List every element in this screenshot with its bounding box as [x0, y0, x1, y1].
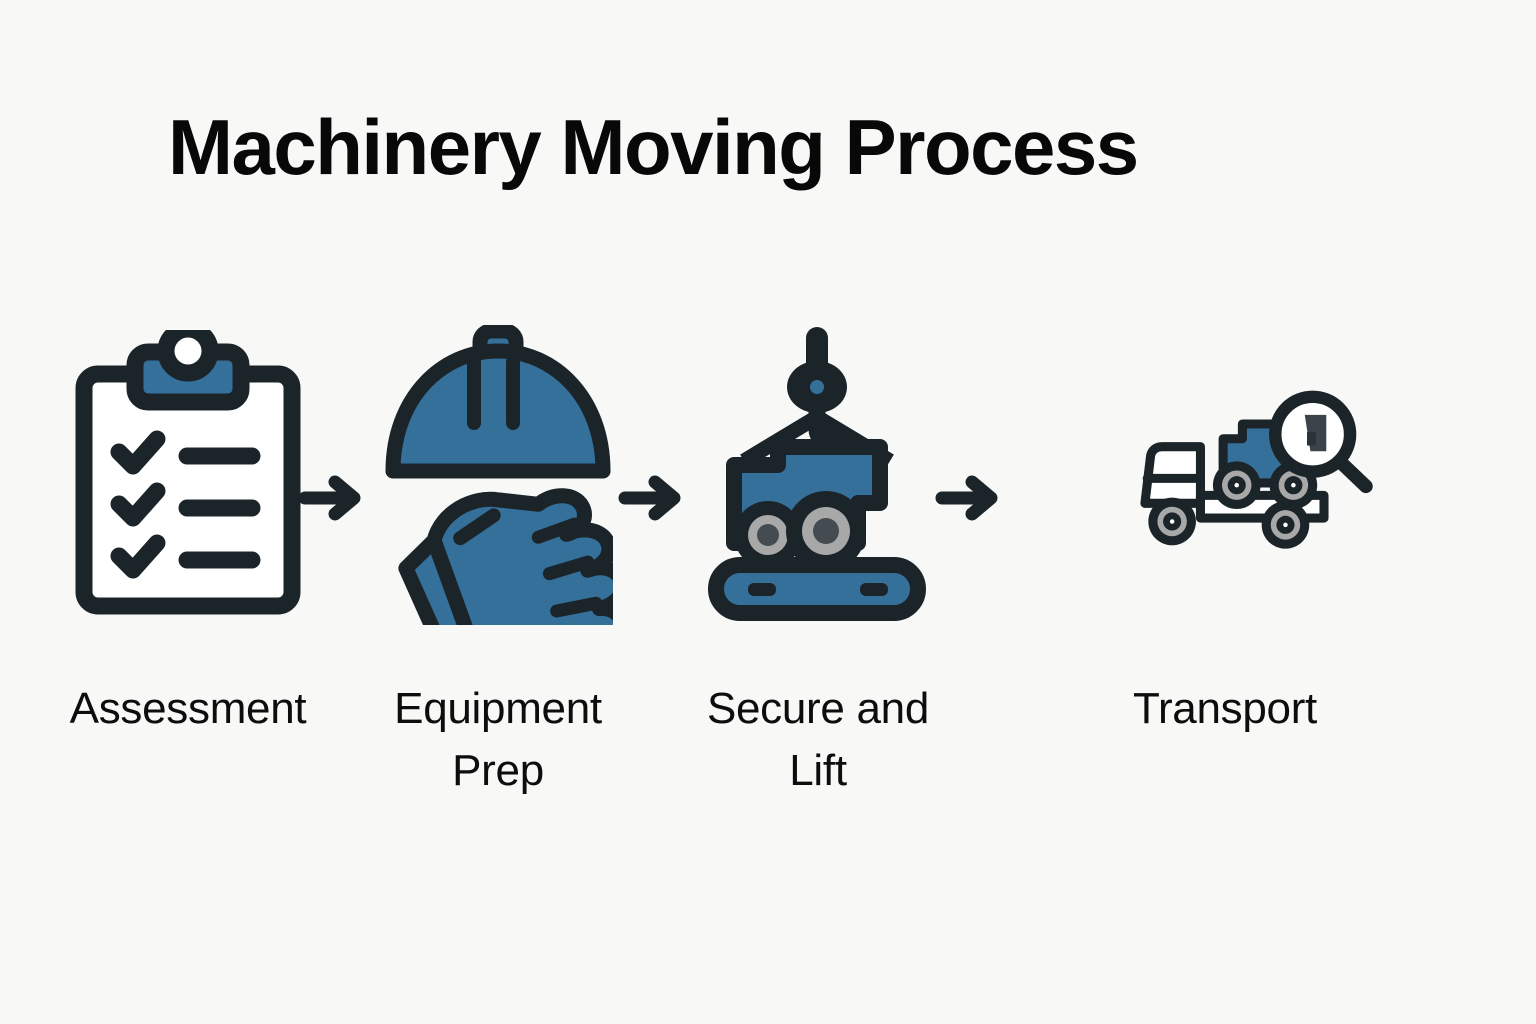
process-flow: Assessment — [0, 300, 1536, 840]
arrow-right-icon — [298, 468, 364, 528]
step-label-equipment-prep: Equipment Prep — [394, 684, 602, 796]
clipboard-checklist-icon — [38, 310, 338, 640]
process-step-assessment[interactable]: Assessment — [38, 300, 338, 840]
arrow-right-icon — [935, 468, 1001, 528]
flatbed-truck-magnifier-icon — [1075, 310, 1375, 640]
process-step-secure-and-lift[interactable]: Secure and Lift — [668, 300, 968, 840]
process-step-equipment-prep[interactable]: Equipment Prep — [348, 300, 648, 840]
step-label-transport: Transport — [1133, 684, 1317, 733]
arrow-right-icon — [618, 468, 684, 528]
hard-hat-and-glove-icon — [348, 310, 648, 640]
step-label-secure-and-lift: Secure and Lift — [706, 684, 930, 796]
step-label-assessment: Assessment — [69, 684, 307, 733]
crane-hook-machine-icon — [668, 310, 968, 640]
page-title: Machinery Moving Process — [168, 103, 1139, 191]
process-step-transport[interactable]: Transport — [1075, 300, 1375, 840]
